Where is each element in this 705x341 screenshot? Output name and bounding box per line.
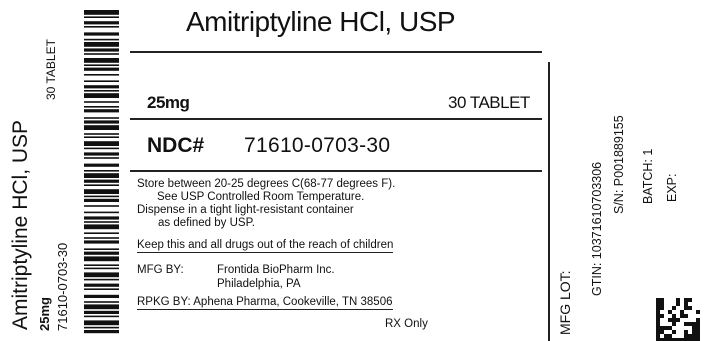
repackager: RPKG BY: Aphena Pharma, Cookeville, TN 3…	[137, 296, 393, 310]
side-barcode	[84, 10, 119, 334]
serial-number: S/N: P001889155	[612, 115, 626, 214]
mfg-name: Frontida BioPharm Inc.	[217, 264, 335, 276]
side-count: 30 TABLET	[44, 39, 58, 100]
title-divider	[130, 51, 542, 53]
side-title: Amitriptyline HCl, USP	[9, 119, 32, 330]
storage-line-3: Dispense in a tight light-resistant cont…	[137, 204, 354, 216]
mfg-city: Philadelphia, PA	[217, 278, 301, 290]
side-ndc: 71610-0703-30	[55, 242, 70, 331]
side-strength: 25mg	[37, 297, 52, 331]
tablet-count: 30 TABLET	[448, 93, 530, 112]
storage-line-4: as defined by USP.	[158, 217, 255, 229]
strength: 25mg	[147, 93, 190, 112]
ndc-label: NDC#	[147, 134, 205, 157]
product-title: Amitriptyline HCl, USP	[186, 6, 456, 37]
storage-line-1: Store between 20-25 degrees C(68-77 degr…	[137, 178, 396, 190]
gtin: GTIN: 10371610703306	[590, 161, 604, 296]
storage-line-2: See USP Controlled Room Temperature.	[157, 191, 365, 203]
rx-only: RX Only	[385, 318, 428, 330]
mfg-label: MFG BY:	[137, 264, 184, 276]
expiration: EXP:	[665, 173, 679, 203]
children-warning: Keep this and all drugs out of the reach…	[137, 239, 394, 253]
strength-divider	[130, 118, 542, 120]
ndc-divider	[130, 170, 542, 172]
datamatrix-code	[656, 298, 700, 341]
column-divider	[548, 62, 550, 341]
mfg-lot: MFG LOT:	[557, 270, 573, 335]
batch: BATCH: 1	[641, 148, 655, 204]
ndc-number: 71610-0703-30	[244, 134, 391, 157]
